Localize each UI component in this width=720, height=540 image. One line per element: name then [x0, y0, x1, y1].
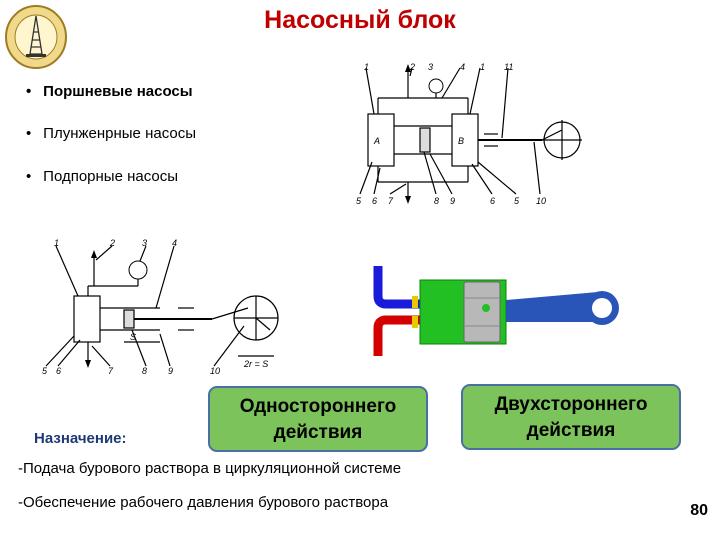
- double-acting-button[interactable]: Двухстороннего действия: [461, 384, 681, 450]
- label-number: 8: [142, 366, 147, 376]
- label-number: 6: [372, 196, 377, 206]
- label-number: 5: [514, 196, 520, 206]
- label-number: 1: [54, 238, 59, 248]
- label-number: 10: [536, 196, 546, 206]
- bullet-text: Подпорные насосы: [43, 168, 179, 185]
- piston: [123, 309, 135, 329]
- label-number: 10: [210, 366, 220, 376]
- dimension-2r: 2r = S: [243, 359, 268, 369]
- bullet-plunger-pumps: • Плунженрные насосы: [26, 125, 196, 142]
- label-number: 9: [450, 196, 455, 206]
- double-acting-cylinder-illustration: [373, 266, 619, 356]
- double-acting-pump-diagram: 1 2 3 4 1 11 5 6 7 8 9 6 5 10 A B: [356, 62, 582, 206]
- chamber-b: [451, 113, 479, 167]
- label-number: 1: [480, 62, 485, 72]
- piston: [419, 127, 431, 153]
- dimension-s: S: [130, 332, 136, 342]
- label-number: 2: [409, 62, 415, 72]
- bullet-piston-pumps: • Поршневые насосы: [26, 83, 193, 100]
- chamber-label-b: B: [458, 136, 464, 146]
- pump-chamber: [73, 295, 101, 343]
- bullet-booster-pumps: • Подпорные насосы: [26, 168, 179, 185]
- label-number: 1: [364, 62, 369, 72]
- single-acting-pump-diagram: 1 2 3 4 5 6 7 8 9 10 S 2r = S: [42, 238, 279, 376]
- label-number: 7: [108, 366, 114, 376]
- bullet-text: Поршневые насосы: [43, 83, 193, 100]
- page-title: Насосный блок: [264, 6, 456, 34]
- label-number: 7: [388, 196, 394, 206]
- label-number: 5: [42, 366, 48, 376]
- label-number: 3: [428, 62, 433, 72]
- label-number: 8: [434, 196, 439, 206]
- single-acting-button[interactable]: Одностороннего действия: [208, 386, 428, 452]
- chamber-label-a: A: [373, 136, 380, 146]
- label-number: 5: [356, 196, 362, 206]
- purpose-line-2: -Обеспечение рабочего давления бурового …: [18, 494, 389, 511]
- label-number: 2: [109, 238, 115, 248]
- purpose-line-1: -Подача бурового раствора в циркуляционн…: [18, 460, 402, 477]
- label-number: 6: [490, 196, 495, 206]
- label-number: 4: [460, 62, 465, 72]
- chamber-a: [367, 113, 395, 167]
- purpose-label: Назначение:: [34, 430, 127, 447]
- page-number: 80: [690, 502, 708, 519]
- piston-body: [463, 281, 501, 343]
- label-number: 3: [142, 238, 147, 248]
- label-number: 4: [172, 238, 177, 248]
- label-number: 11: [504, 62, 513, 72]
- bullet-text: Плунженрные насосы: [43, 125, 196, 142]
- label-number: 6: [56, 366, 61, 376]
- label-number: 9: [168, 366, 173, 376]
- department-logo: [5, 5, 67, 69]
